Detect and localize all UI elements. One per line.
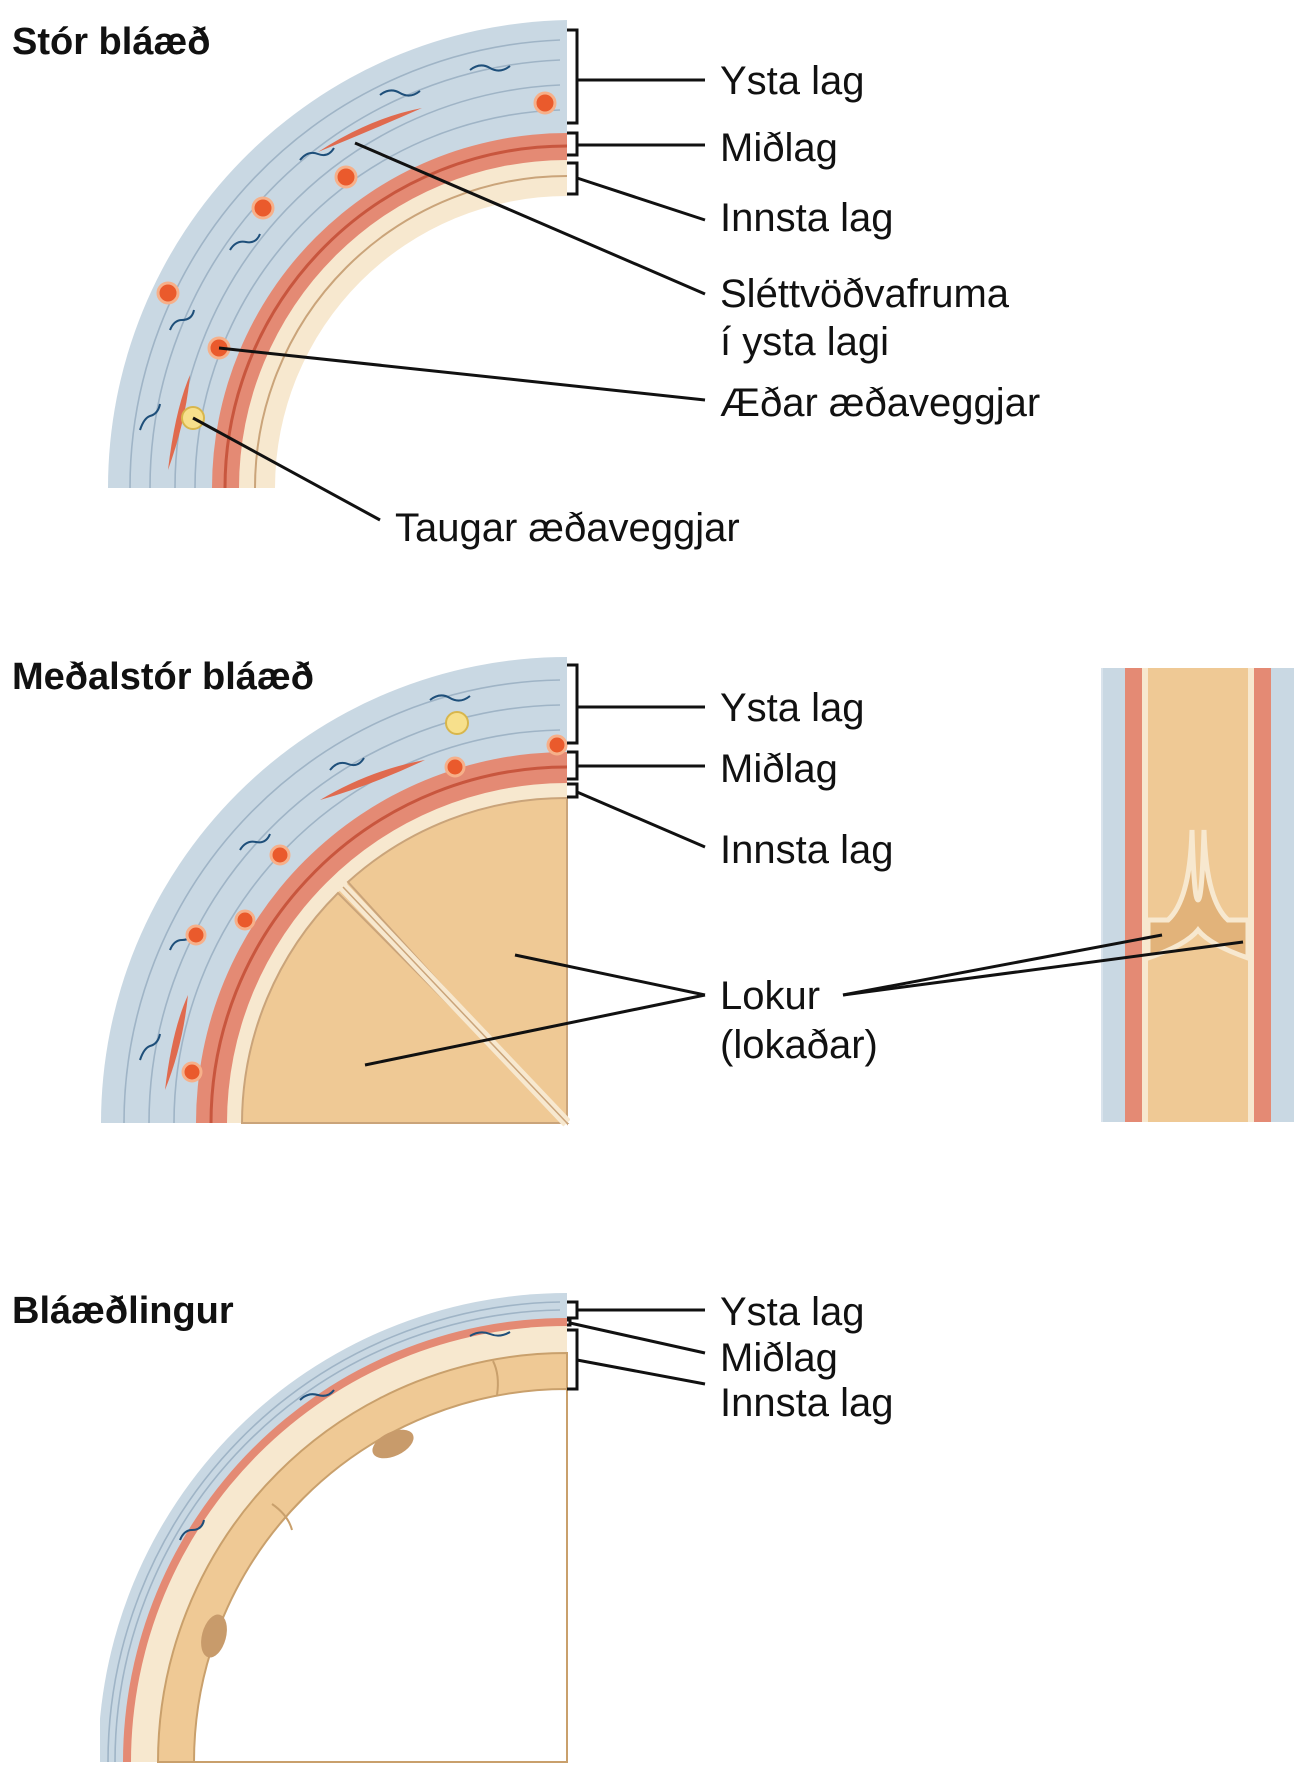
medium-vein-title: Meðalstór bláæð <box>12 656 314 698</box>
large-media-muscle-streaks <box>223 144 568 489</box>
medium-nervi-vasorum <box>445 711 469 735</box>
venule-endothelial-nucleus <box>372 1429 414 1459</box>
medium-bracket-outer <box>567 663 579 745</box>
large-leader-inner <box>576 176 706 222</box>
medium-vasa-vasorum <box>181 734 568 1083</box>
medium-valve-longitudinal-view <box>1101 668 1294 1122</box>
large-leader-smooth-muscle <box>354 141 706 296</box>
medium-valve-cusp-upper <box>346 796 568 1126</box>
large-label-middle: Miðlag <box>720 126 838 170</box>
venule-lumen <box>192 1387 568 1763</box>
large-nerve-fibers <box>139 64 511 431</box>
venule-label-outer: Ysta lag <box>720 1290 865 1334</box>
medium-vein-panel: Meðalstór bláæð <box>12 656 1294 1127</box>
vasa-vasorum-dot <box>234 909 256 931</box>
longitudinal-media-right <box>1254 668 1271 1122</box>
vasa-vasorum-dot <box>444 756 466 778</box>
medium-leader-inner <box>576 790 706 849</box>
large-smooth-muscle-cell <box>318 108 422 152</box>
longitudinal-intima-right <box>1248 668 1254 1122</box>
longitudinal-valve-cusps <box>1145 829 1251 962</box>
medium-label-valves-2: (lokaðar) <box>720 1023 878 1067</box>
medium-leader-valve-upper <box>514 953 706 997</box>
medium-leader-longitudinal-1 <box>842 933 1163 997</box>
vasa-vasorum-dot <box>156 281 180 305</box>
medium-valve-seam-edge <box>342 886 568 1124</box>
medium-leader-valve-lower <box>364 993 706 1067</box>
longitudinal-intima-left <box>1142 668 1148 1122</box>
large-label-vasa: Æðar æðaveggjar <box>720 381 1040 425</box>
large-vein-cross-section <box>108 20 568 489</box>
large-bracket-outer <box>567 28 579 125</box>
venule-endothelial-nucleus <box>201 1614 227 1658</box>
medium-label-outer: Ysta lag <box>720 686 865 730</box>
venule-leader-inner <box>576 1358 706 1386</box>
venule-label-inner: Innsta lag <box>720 1381 893 1425</box>
medium-smooth-muscle-cell <box>165 995 188 1090</box>
large-bracket-middle <box>567 131 579 157</box>
medium-vein-cross-section <box>101 657 570 1127</box>
vasa-vasorum-dot <box>546 734 568 756</box>
large-leader-vasa <box>218 346 706 402</box>
medium-smooth-muscle-cell <box>320 760 425 800</box>
venule-label-middle: Miðlag <box>720 1336 838 1380</box>
large-label-outer: Ysta lag <box>720 59 865 103</box>
vasa-vasorum-dot <box>181 1061 203 1083</box>
medium-media-muscle-streaks <box>209 765 568 1124</box>
large-label-smooth-muscle-2: í ysta lagi <box>720 320 889 364</box>
vasa-vasorum-dot <box>269 844 291 866</box>
longitudinal-media-left <box>1125 668 1142 1122</box>
venule-bracket-middle <box>567 1318 572 1327</box>
large-vein-title: Stór bláæð <box>12 21 210 63</box>
large-vein-panel: Stór bláæð <box>12 20 1040 550</box>
venule-bracket-inner <box>567 1328 579 1391</box>
vasa-vasorum-dot <box>334 165 358 189</box>
vasa-vasorum-dot <box>533 91 557 115</box>
medium-label-middle: Miðlag <box>720 747 838 791</box>
medium-valve-cusp-lower <box>240 891 570 1124</box>
large-label-smooth-muscle-1: Sléttvöðvafruma <box>720 272 1010 316</box>
medium-label-valves-1: Lokur <box>720 974 820 1018</box>
venule-leader-middle <box>569 1321 706 1355</box>
medium-label-inner: Innsta lag <box>720 828 893 872</box>
vasa-vasorum-dot <box>185 924 207 946</box>
venule-bracket-outer <box>567 1300 579 1320</box>
venule-adventitia-fibers <box>107 1301 561 1763</box>
large-bracket-inner <box>567 161 579 196</box>
venule-title: Bláæðlingur <box>12 1290 234 1332</box>
large-intima-lines <box>254 175 568 489</box>
large-leader-nervi <box>192 416 381 522</box>
large-vasa-vasorum <box>156 91 557 360</box>
venule-nerve-fibers <box>179 1331 511 1541</box>
venule-panel: Bláæðlingur <box>12 1290 893 1763</box>
medium-leader-longitudinal-2 <box>842 940 1244 997</box>
large-label-nervi: Taugar æðaveggjar <box>395 506 740 550</box>
vasa-vasorum-dot <box>251 196 275 220</box>
medium-bracket-inner <box>567 782 579 799</box>
large-smooth-muscle-cell <box>168 375 190 470</box>
large-adventitia-fibers <box>129 39 561 489</box>
large-lumen <box>275 196 567 488</box>
venule-cell-junctions <box>271 1360 499 1531</box>
large-label-inner: Innsta lag <box>720 196 893 240</box>
medium-bracket-middle <box>567 750 579 781</box>
venule-cross-section <box>100 1293 568 1763</box>
